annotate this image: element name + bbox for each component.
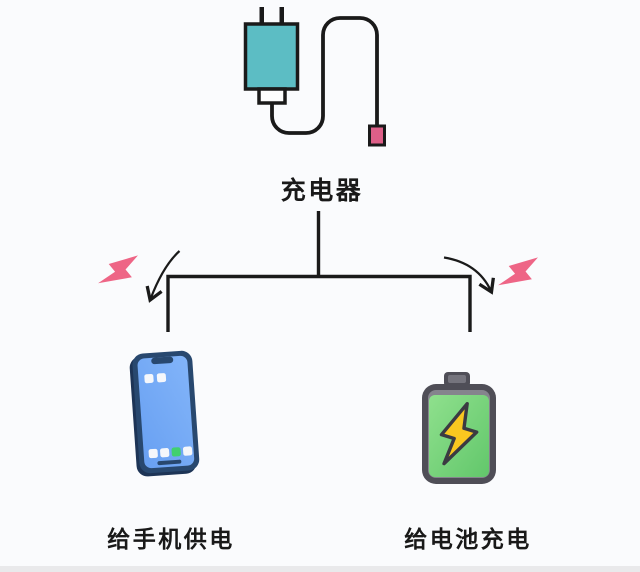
phone-app-icon-green (171, 447, 181, 457)
charger-cable (270, 16, 379, 135)
charger-prong (279, 7, 284, 25)
footer-band (0, 566, 640, 572)
charger-icon (243, 7, 386, 147)
usb-plug (368, 124, 386, 147)
charger-prong (259, 7, 264, 25)
branch-lines (166, 211, 472, 332)
phone-app-icon (144, 373, 154, 384)
phone-app-icon (156, 373, 167, 383)
phone-app-icon (182, 446, 193, 456)
charger-label: 充电器 (280, 177, 364, 205)
lightning-bolt-icon-left (98, 255, 138, 284)
curved-arrow-right (443, 256, 495, 295)
phone-app-icon (148, 448, 158, 459)
phone-notch (151, 356, 174, 365)
phone-branch-label: 给手机供电 (107, 526, 235, 552)
phone-home-bar (157, 459, 182, 466)
battery-cap-highlight (448, 375, 466, 383)
charger-body (243, 22, 300, 91)
phone-app-icon (160, 448, 170, 458)
phone-screen (137, 355, 195, 469)
battery-branch-label: 给电池充电 (404, 526, 532, 552)
curved-arrow-left (145, 250, 181, 303)
battery-bolt-icon (439, 401, 479, 466)
smartphone-icon (129, 350, 200, 477)
charger-port (257, 87, 287, 105)
arrows (145, 250, 495, 303)
lightning-bolt-icon-right (498, 257, 538, 286)
battery-charging-icon (422, 372, 496, 484)
branch-line (166, 274, 472, 332)
